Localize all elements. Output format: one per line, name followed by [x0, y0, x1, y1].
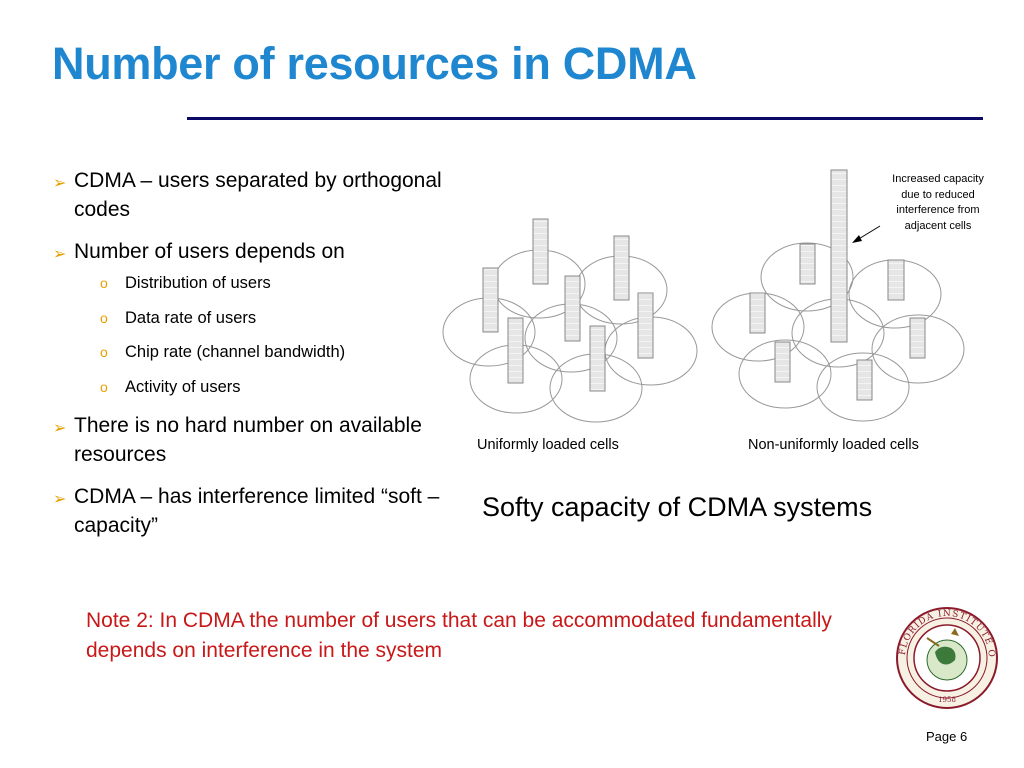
nonuniform-load-bars	[749, 169, 926, 401]
uniform-load-bars	[482, 218, 654, 392]
note-text: Note 2: In CDMA the number of users that…	[86, 609, 832, 662]
diagram-subtitle: Softy capacity of CDMA systems	[482, 492, 873, 522]
bullet-item: ➢ CDMA – has interference limited “soft …	[50, 482, 450, 540]
nonuniform-caption: Non-uniformly loaded cells	[748, 437, 919, 453]
circle-bullet-icon: o	[100, 378, 108, 395]
load-bar	[589, 325, 606, 392]
cell-diagram	[442, 169, 965, 423]
load-bar	[532, 218, 549, 285]
title-divider	[187, 117, 983, 120]
uniform-caption: Uniformly loaded cells	[477, 437, 619, 453]
circle-bullet-icon: o	[100, 275, 108, 291]
load-bar	[564, 275, 581, 342]
load-bar	[482, 267, 499, 333]
sub-bullet-text: Chip rate (channel bandwidth)	[125, 343, 346, 361]
arrow-bullet-icon: ➢	[53, 173, 67, 192]
load-bar-high	[830, 169, 848, 343]
load-bar	[774, 341, 791, 383]
circle-bullet-icon: o	[100, 309, 108, 326]
load-bar	[909, 317, 926, 359]
sub-bullet-item: o Activity of users	[100, 377, 450, 397]
bullet-item: ➢ CDMA – users separated by orthogonal c…	[50, 166, 450, 224]
sub-bullet-item: o Chip rate (channel bandwidth)	[100, 342, 450, 362]
cell-ellipse	[871, 314, 965, 384]
bullet-text: Number of users depends on	[74, 240, 345, 263]
cell-ellipse	[816, 352, 910, 422]
annotation-text: Increased capacity due to reduced interf…	[892, 173, 984, 232]
load-bar	[613, 235, 630, 301]
bullet-item: ➢ Number of users depends on	[50, 237, 450, 266]
sub-bullet-text: Activity of users	[125, 377, 241, 396]
bullet-text: There is no hard number on available res…	[74, 414, 422, 466]
sub-bullet-item: o Data rate of users	[100, 308, 450, 328]
seal-year: 1958	[938, 696, 956, 704]
bullet-list: ➢ CDMA – users separated by orthogonal c…	[50, 166, 450, 553]
load-bar	[856, 359, 873, 401]
arrow-bullet-icon: ➢	[53, 418, 67, 437]
load-bar	[637, 292, 654, 359]
arrow-bullet-icon: ➢	[53, 244, 67, 263]
load-bar	[749, 292, 766, 334]
cell-ellipse	[738, 339, 832, 409]
cell-ellipse	[760, 242, 854, 312]
bullet-item: ➢ There is no hard number on available r…	[50, 411, 450, 469]
load-bar	[887, 259, 905, 301]
bullet-text: CDMA – has interference limited “soft – …	[74, 485, 440, 537]
load-bar	[799, 243, 816, 285]
annotation-arrow	[852, 225, 881, 243]
sub-bullet-text: Distribution of users	[125, 274, 271, 292]
university-seal-logo: FLORIDA INSTITUTE OF TECHNOLOGY 1958	[895, 606, 998, 709]
circle-bullet-icon: o	[100, 344, 108, 360]
sub-bullet-item: o Distribution of users	[100, 273, 450, 293]
bullet-text: CDMA – users separated by orthogonal cod…	[74, 169, 442, 221]
sub-bullet-text: Data rate of users	[125, 308, 257, 327]
arrow-bullet-icon: ➢	[53, 489, 67, 508]
page-number: Page 6	[926, 729, 968, 744]
sub-bullet-list: o Distribution of users o Data rate of u…	[100, 273, 450, 397]
slide-title: Number of resources in CDMA	[52, 38, 697, 89]
load-bar	[507, 317, 524, 384]
